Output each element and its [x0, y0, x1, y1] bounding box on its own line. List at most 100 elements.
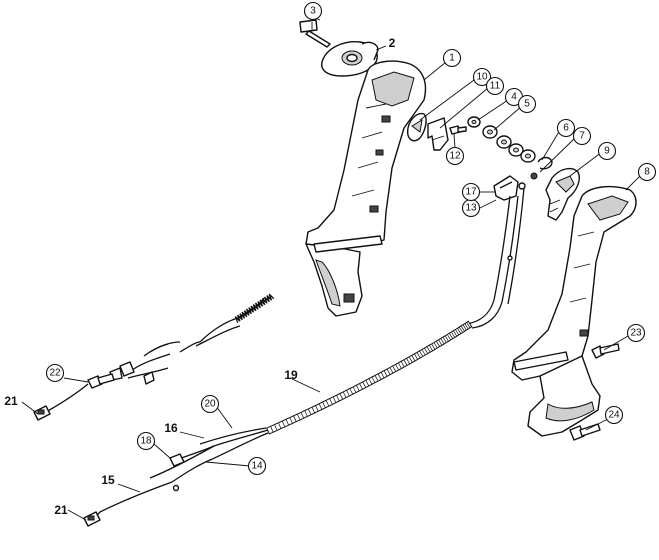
callout-c14: 14: [247, 456, 267, 476]
hose-rib: [435, 340, 440, 347]
hose-rib: [386, 368, 391, 375]
hose-rib: [296, 413, 301, 421]
hose-rib: [453, 330, 458, 337]
callout-circle: [445, 146, 465, 166]
hose-rib: [466, 322, 471, 328]
callout-c17: 17: [461, 182, 481, 202]
hose-rib: [428, 345, 433, 351]
part-switch-11: [427, 117, 449, 151]
hose-rib: [383, 370, 388, 377]
hose-rib: [315, 405, 319, 412]
callout-label: 20: [204, 399, 216, 410]
hose-rib: [444, 335, 449, 342]
callout-c20: 20: [200, 394, 220, 414]
hose-rib: [307, 408, 312, 415]
hose-rib: [270, 426, 274, 433]
callout-label: 21: [54, 503, 68, 517]
callout-label: 7: [579, 131, 585, 142]
hose-rib: [446, 334, 451, 341]
hose-rib: [438, 339, 443, 346]
callout-c1: 1: [442, 48, 462, 68]
hose-rib: [325, 400, 330, 407]
hose-rib: [406, 358, 411, 365]
callout-circle: [637, 162, 657, 182]
callout-circle: [303, 1, 323, 21]
part-wire-22: [33, 373, 115, 421]
callout-circle: [45, 363, 65, 383]
hose-rib: [374, 375, 379, 382]
spring-coil: [234, 293, 275, 323]
part-connector-16: [172, 484, 180, 492]
callout-c21b: 21: [54, 503, 68, 517]
hose-rib: [408, 356, 413, 363]
part-callouts: 1234567891011121314151617181920212122232…: [4, 1, 657, 517]
callout-c13: 13: [461, 198, 481, 218]
hose-rib: [371, 376, 376, 383]
part-ignition-loom: [109, 293, 275, 385]
hose-rib: [289, 417, 293, 424]
callout-label: 13: [465, 203, 477, 214]
hose-rib: [464, 323, 469, 330]
hose-rib: [460, 325, 465, 332]
callout-label: 12: [449, 151, 461, 162]
hose-rib: [362, 381, 367, 388]
callout-c3: 3: [303, 1, 323, 21]
hose-rib: [411, 355, 416, 362]
callout-circle: [556, 118, 576, 138]
hose-rib: [451, 331, 456, 338]
hose-rib: [349, 388, 354, 395]
hose-rib: [392, 365, 397, 372]
callout-label: 8: [644, 167, 650, 178]
callout-circle: [247, 456, 267, 476]
callout-label: 23: [630, 328, 642, 339]
hose-rib: [414, 353, 418, 360]
callout-c18: 18: [136, 431, 156, 451]
callout-label: 18: [140, 436, 152, 447]
part-lever-10: [406, 112, 427, 142]
hose-rib: [359, 383, 363, 390]
callout-circle: [626, 323, 646, 343]
hose-rib: [403, 359, 408, 366]
part-throttle-cable: [465, 187, 525, 329]
hose-rib: [281, 420, 286, 428]
hose-rib: [342, 391, 347, 398]
callout-label: 17: [465, 187, 477, 198]
callout-circle: [597, 141, 617, 161]
hose-rib: [462, 324, 467, 331]
hose-rib: [365, 380, 370, 387]
part-washers-4-5: [467, 116, 536, 163]
callout-c5: 5: [517, 94, 537, 114]
hose-rib: [380, 372, 385, 379]
hose-rib: [398, 362, 402, 369]
hose-rib: [424, 347, 429, 354]
callout-label: 9: [604, 146, 610, 157]
hose-rib: [322, 401, 326, 408]
callout-circle: [485, 76, 505, 96]
hose-rib: [455, 329, 460, 336]
hose-rib: [459, 326, 463, 333]
hose-rib: [355, 385, 360, 392]
callout-circle: [517, 94, 537, 114]
callout-c22: 22: [45, 363, 65, 383]
callout-c12: 12: [445, 146, 465, 166]
hose-rib: [346, 390, 350, 397]
hose-rib: [433, 342, 438, 349]
hose-rib: [304, 410, 308, 417]
part-cable-bracket-17: [493, 175, 526, 201]
hose-rib: [421, 349, 426, 356]
callout-label: 24: [608, 410, 620, 421]
callout-c10: 10: [472, 67, 492, 87]
callout-label: 5: [524, 99, 530, 110]
callout-c24: 24: [604, 405, 624, 425]
callout-label: 1: [449, 53, 455, 64]
hose-rib: [457, 328, 462, 334]
hose-rib: [318, 403, 323, 410]
part-connector-18: [169, 453, 185, 467]
hose-rib: [442, 336, 447, 343]
part-ring-terminal-21b: [83, 511, 101, 527]
leader-lines: [21, 13, 641, 521]
callout-circle: [572, 126, 592, 146]
callout-c8: 8: [637, 162, 657, 182]
hose-rib: [416, 352, 421, 359]
